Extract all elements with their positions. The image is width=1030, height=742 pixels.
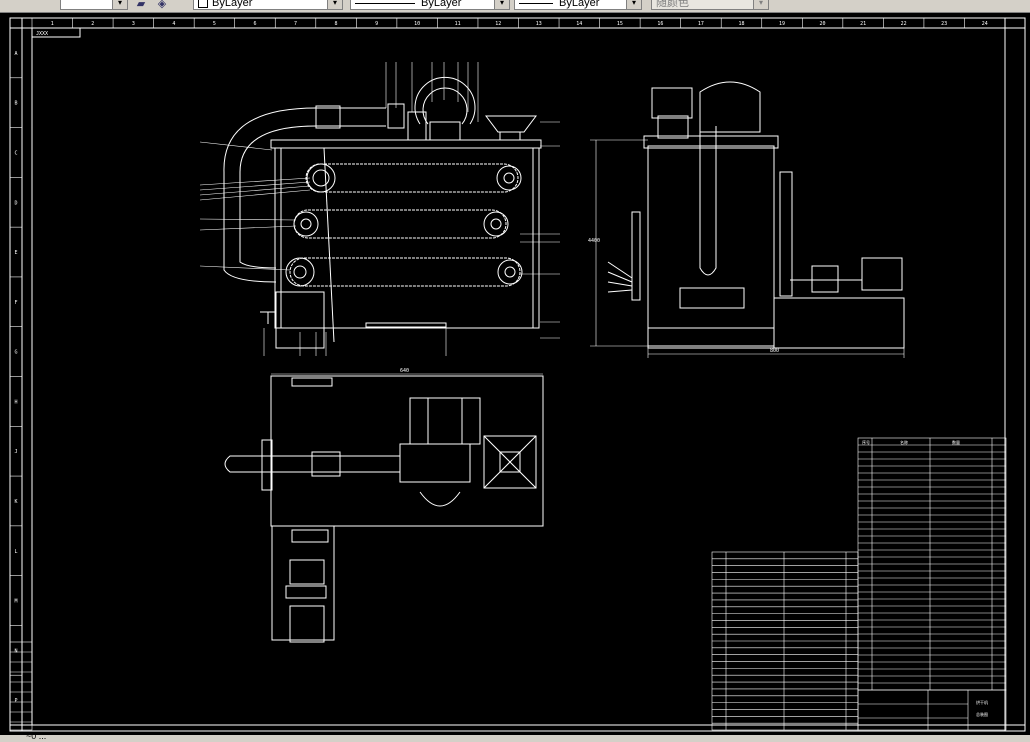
border-zone-number: 21 (860, 21, 866, 27)
border-zone-number: 17 (698, 21, 704, 27)
border-zone-number: 19 (779, 21, 785, 27)
border-zone-number: 5 (213, 21, 216, 27)
sheet-outer-border (9, 17, 1026, 732)
layer-icon[interactable]: ▰ (136, 0, 146, 10)
linetype-dropdown[interactable]: ByLayer ▾ (350, 0, 510, 10)
front-view (223, 76, 542, 349)
border-zone-number: 1 (51, 21, 54, 27)
border-zone-letter: A (14, 51, 17, 57)
border-zone-letter: N (14, 648, 17, 654)
border-zone-letter: G (14, 350, 17, 356)
border-zone-number: 10 (414, 21, 420, 27)
side-view (607, 81, 905, 349)
border-zone-number: 22 (901, 21, 907, 27)
border-zone-number: 7 (294, 21, 297, 27)
border-zone-letters: A B C D E F G H J K L M N P (10, 27, 22, 704)
border-zone-number: 23 (941, 21, 947, 27)
bom-table-lower (711, 551, 859, 731)
plotstyle-dropdown[interactable]: 随颜色 ▾ (651, 0, 769, 10)
properties-toolbar: ▾ ▰ ◈ ByLayer ▾ ByLayer ▾ ByLayer ▾ 随颜色 … (0, 0, 1030, 13)
command-line-strip: ~0 ... (0, 731, 1030, 742)
dim-right-span-label: 800 (770, 348, 779, 354)
border-zone-number: 15 (617, 21, 623, 27)
bom-header-no: 序号 (862, 439, 870, 445)
border-zone-number: 24 (982, 21, 988, 27)
front-view-leaders (199, 62, 560, 356)
bom-header-qty: 数量 (952, 439, 960, 445)
border-zone-letter: M (14, 599, 17, 605)
revision-table (9, 641, 33, 731)
top-view (224, 375, 544, 643)
border-zone-letter: C (14, 150, 17, 156)
title-block-sub: 总装图 (976, 711, 988, 717)
border-zone-number: 6 (253, 21, 256, 27)
border-zone-number: 12 (495, 21, 501, 27)
chevron-down-icon: ▾ (494, 0, 509, 9)
border-zone-number: 13 (536, 21, 542, 27)
lineweight-dropdown[interactable]: ByLayer ▾ (514, 0, 642, 10)
border-zone-letter: H (14, 399, 17, 405)
coordinate-hint: ~0 ... (26, 731, 47, 741)
border-zone-number: 4 (172, 21, 175, 27)
title-block (857, 689, 1007, 731)
border-zone-number: 16 (657, 21, 663, 27)
color-swatch-icon (198, 0, 208, 9)
border-zone-letter: P (14, 698, 17, 704)
chevron-down-icon: ▾ (753, 0, 768, 9)
side-view-dimensions (590, 139, 905, 358)
chevron-down-icon: ▾ (327, 0, 342, 9)
border-zone-number: 18 (738, 21, 744, 27)
border-zone-letter: F (14, 300, 17, 306)
bom-header-name: 名称 (900, 439, 908, 445)
border-zone-letter: E (14, 250, 17, 256)
bom-table-upper (857, 437, 1007, 691)
drawing-number-box (31, 27, 81, 38)
border-zone-number: 9 (375, 21, 378, 27)
linetype-preview-icon (355, 2, 415, 4)
lineweight-value: ByLayer (559, 0, 600, 9)
border-zone-letter: L (14, 549, 17, 555)
border-zone-letter: B (14, 101, 17, 107)
border-zone-letter: D (14, 200, 17, 206)
layers-stack-icon[interactable]: ◈ (157, 0, 167, 10)
border-zone-number: 14 (576, 21, 582, 27)
border-zone-number: 2 (91, 21, 94, 27)
lineweight-preview-icon (519, 2, 553, 4)
title-block-name: 烘干机 (976, 699, 988, 705)
drawing-number-text: JXXX (36, 31, 48, 37)
border-zone-number: 11 (455, 21, 461, 27)
plotstyle-value: 随颜色 (656, 0, 689, 9)
border-zone-number: 8 (335, 21, 338, 27)
border-zone-letter: K (14, 499, 17, 505)
dim-overall-width-label: 640 (400, 368, 409, 374)
border-zone-letter: J (14, 449, 17, 455)
dim-height-label: 4400 (588, 238, 600, 244)
linetype-value: ByLayer (421, 0, 462, 9)
chevron-down-icon: ▾ (626, 0, 641, 9)
chevron-down-icon: ▾ (112, 0, 127, 9)
color-dropdown[interactable]: ByLayer ▾ (193, 0, 343, 10)
border-zone-number: 3 (132, 21, 135, 27)
border-zone-number: 20 (820, 21, 826, 27)
layer-dropdown-stub[interactable]: ▾ (60, 0, 128, 10)
color-value: ByLayer (212, 0, 253, 9)
